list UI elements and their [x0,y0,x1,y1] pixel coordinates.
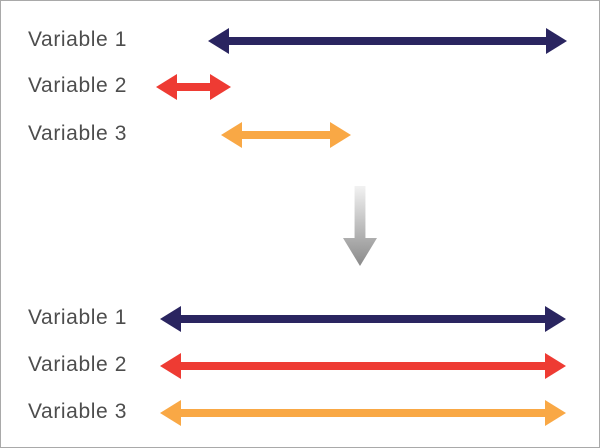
arrowhead-left-icon [160,353,181,379]
arrow-shaft [227,37,548,45]
variable-label: Variable 3 [28,400,128,424]
variable-label: Variable 2 [28,74,128,98]
variable-label: Variable 1 [28,306,128,330]
arrowhead-left-icon [221,122,242,148]
variable-label: Variable 3 [28,122,128,146]
arrowhead-right-icon [545,400,566,426]
arrowhead-right-icon [545,306,566,332]
range-arrow [208,28,567,54]
range-arrow [156,74,231,100]
arrowhead-right-icon [546,28,567,54]
range-arrow [160,400,566,426]
variable-label: Variable 1 [28,28,128,52]
range-arrow [221,122,351,148]
variable-label: Variable 2 [28,353,128,377]
arrowhead-right-icon [545,353,566,379]
arrow-shaft [179,409,547,417]
range-arrow [160,353,566,379]
transform-down-arrow-icon [343,186,377,266]
arrowhead-right-icon [330,122,351,148]
arrowhead-left-icon [208,28,229,54]
range-arrow [160,306,566,332]
arrowhead-left-icon [156,74,177,100]
arrow-shaft [179,362,547,370]
arrow-shaft [179,315,547,323]
arrowhead-right-icon [210,74,231,100]
arrow-shaft [175,83,212,91]
arrow-shaft [240,131,332,139]
arrowhead-left-icon [160,400,181,426]
arrowhead-left-icon [160,306,181,332]
